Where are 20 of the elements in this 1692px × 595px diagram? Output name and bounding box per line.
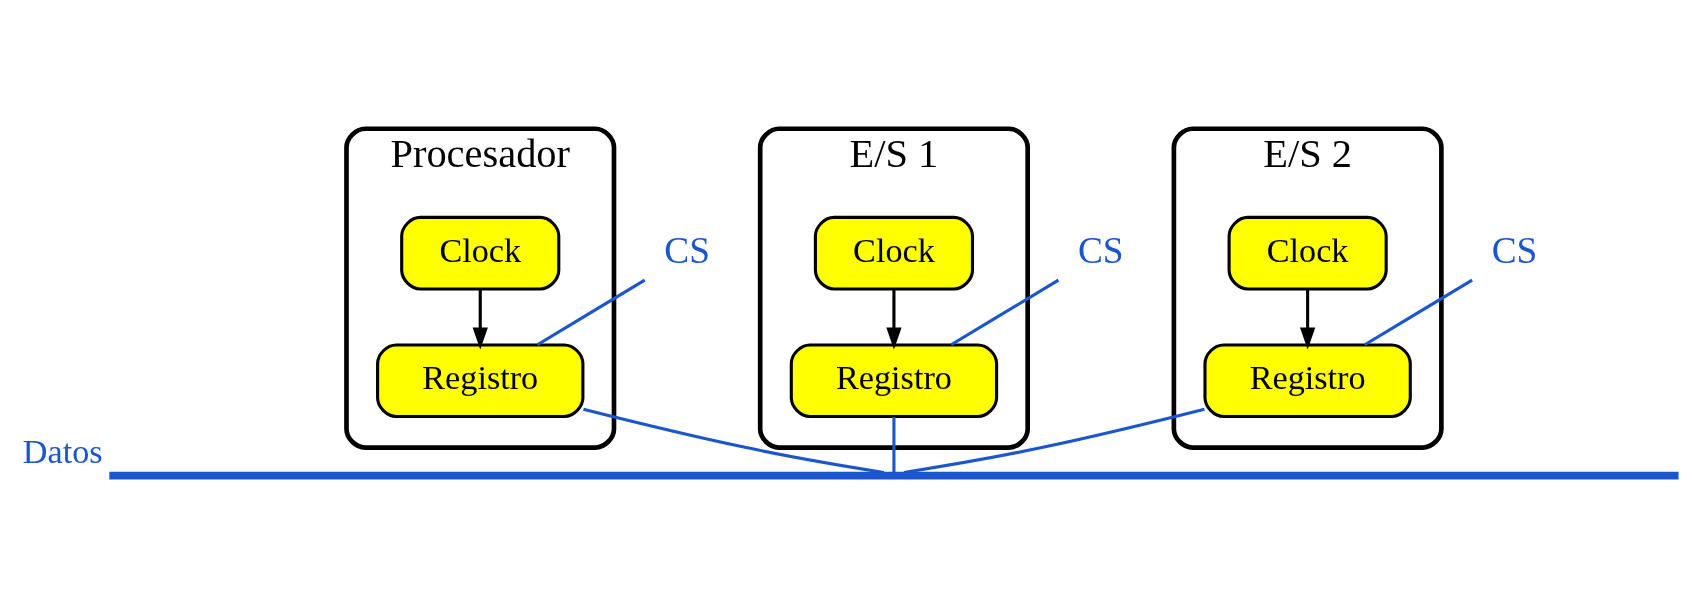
node-label: Datos xyxy=(22,432,103,470)
connector xyxy=(903,407,1205,474)
node-box: Registro xyxy=(789,343,998,419)
node-text: CS xyxy=(1077,229,1124,271)
node-box: Registro xyxy=(375,343,584,419)
node-bar xyxy=(108,471,1679,480)
connector xyxy=(582,407,884,474)
connector xyxy=(536,278,646,347)
arrow xyxy=(1299,289,1315,350)
node-box: Clock xyxy=(399,215,560,291)
arrow xyxy=(472,289,488,350)
node-box: Clock xyxy=(813,215,974,291)
connector xyxy=(891,416,895,473)
arrow xyxy=(885,289,902,350)
node-text: CS xyxy=(663,229,710,271)
connector xyxy=(949,278,1059,347)
node-text: CS xyxy=(1491,229,1537,271)
node-box: Clock xyxy=(1227,215,1388,291)
node-box: Registro xyxy=(1202,343,1412,419)
connector xyxy=(1363,278,1473,347)
